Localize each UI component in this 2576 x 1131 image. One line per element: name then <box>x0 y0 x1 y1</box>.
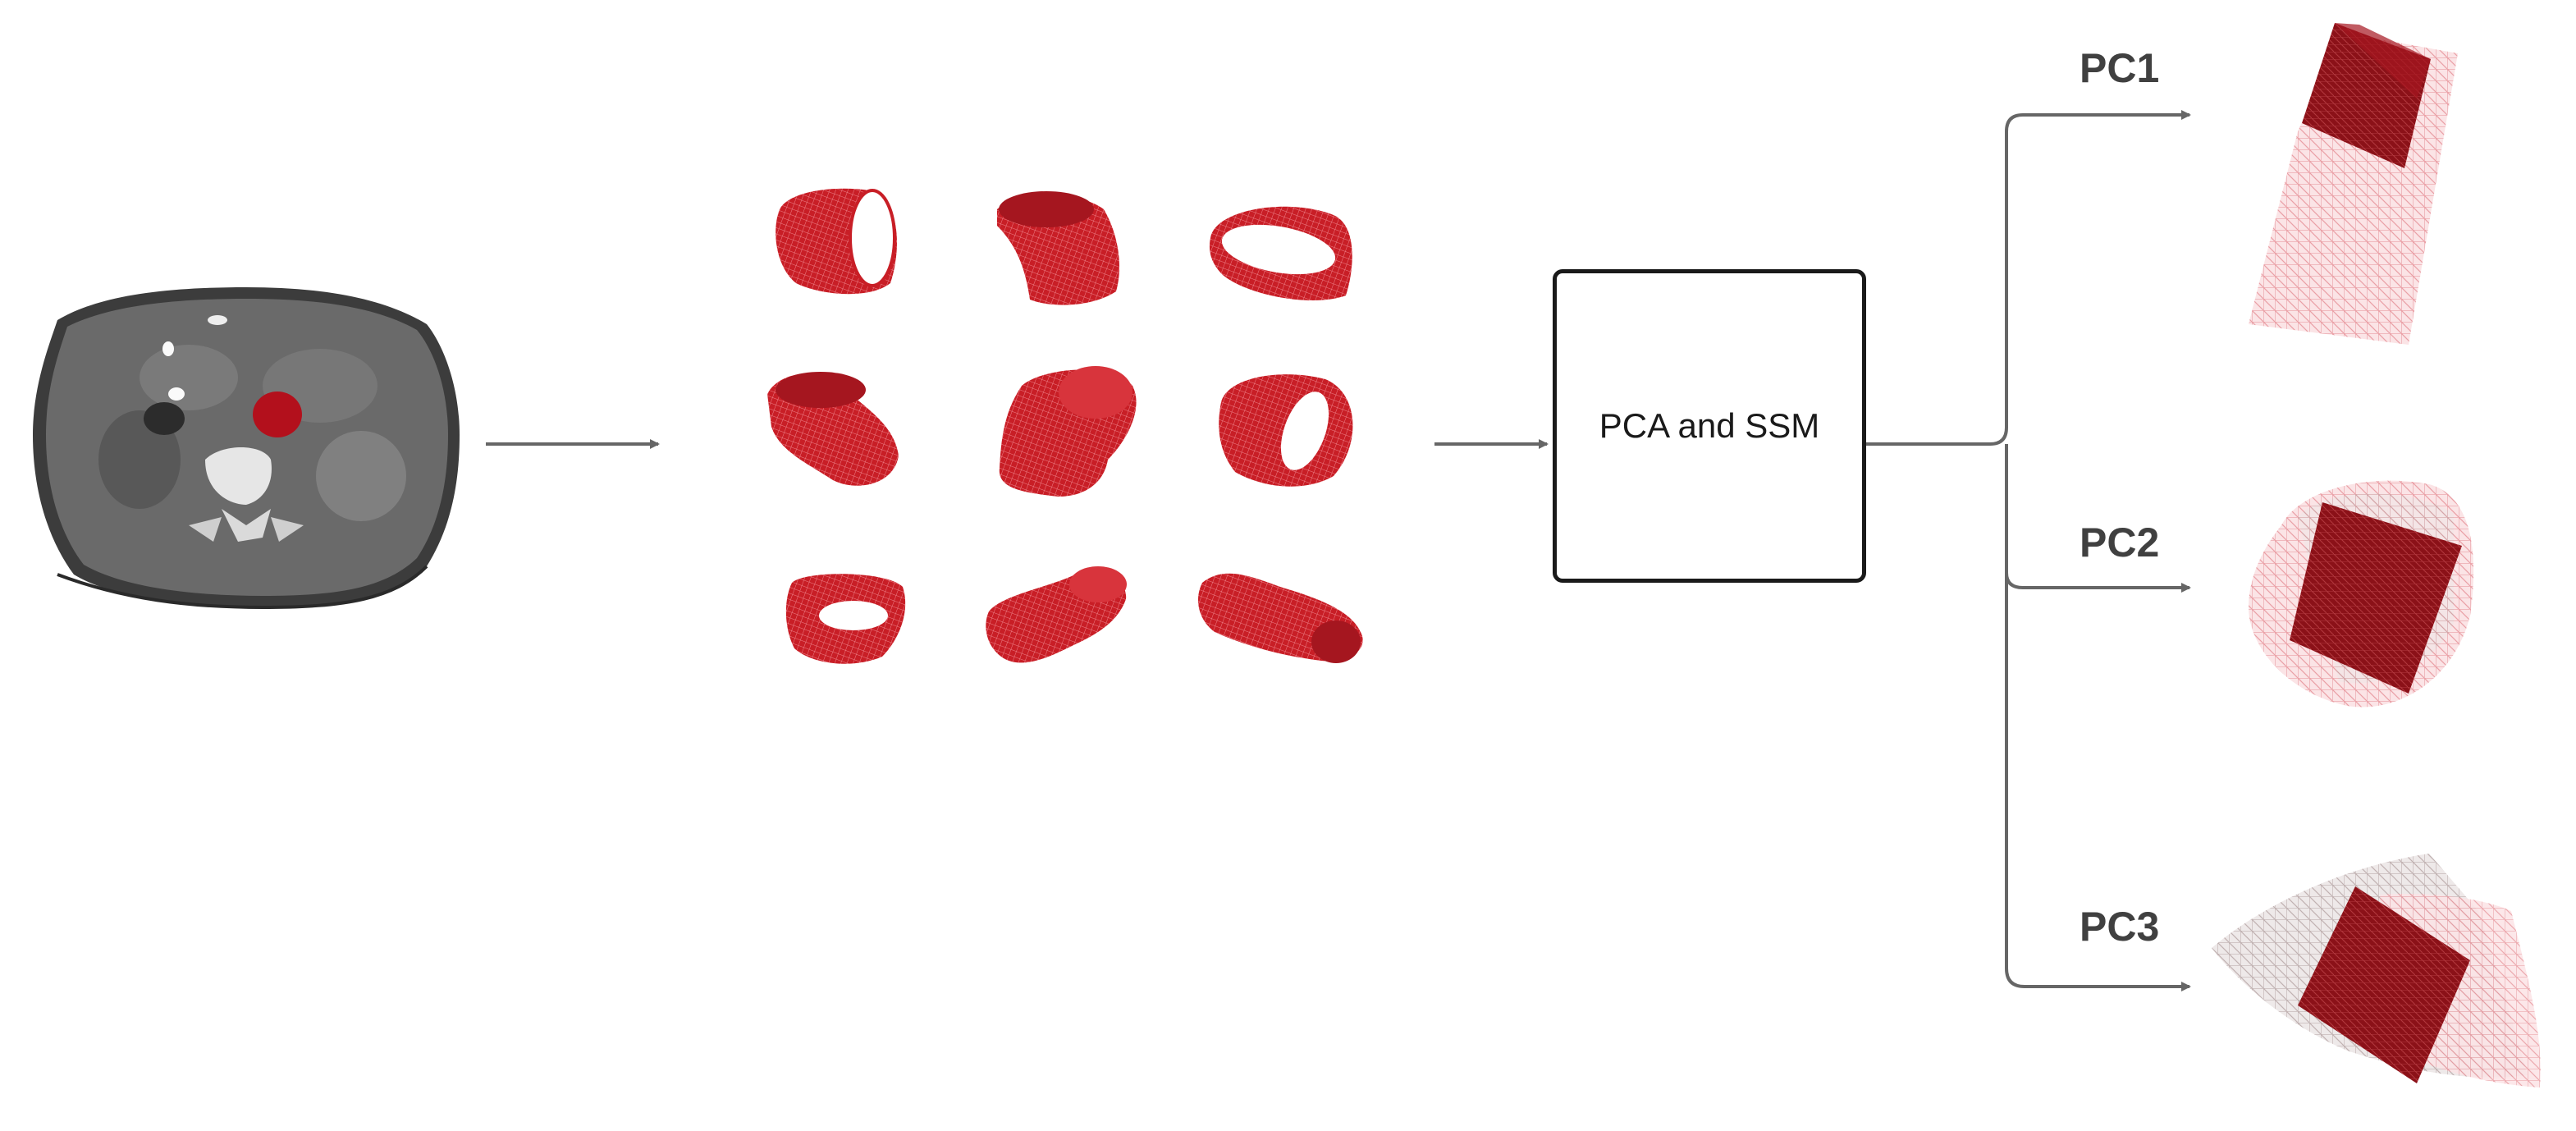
aorta-segmentation <box>253 392 302 437</box>
aorta-mesh-6 <box>1219 374 1353 487</box>
component-branches <box>1866 110 2191 991</box>
pc2-label: PC2 <box>2080 520 2160 566</box>
pca-ssm-label: PCA and SSM <box>1599 406 1820 445</box>
aorta-mesh-8 <box>986 566 1127 663</box>
pc2-shape-variation <box>2249 480 2474 707</box>
pc1-shape-variation <box>2249 23 2458 345</box>
pca-ssm-box: PCA and SSM <box>1553 269 1866 583</box>
pc3-label: PC3 <box>2080 904 2160 950</box>
aorta-mesh-1 <box>776 188 897 295</box>
branch-pc2 <box>2005 572 2191 593</box>
pc1-label: PC1 <box>2080 45 2160 91</box>
aorta-mesh-4 <box>767 372 899 486</box>
aorta-mesh-9 <box>1198 573 1363 663</box>
aorta-mesh-2 <box>997 191 1120 305</box>
aorta-mesh-7 <box>785 574 906 664</box>
aorta-mesh-grid <box>767 188 1363 664</box>
ct-slice-image <box>33 287 460 610</box>
branch-pc1 <box>1866 110 2191 446</box>
aorta-mesh-3 <box>1209 206 1352 300</box>
branch-pc3 <box>2005 444 2191 991</box>
aorta-mesh-5 <box>999 366 1137 497</box>
pc3-shape-variation <box>2212 854 2541 1088</box>
